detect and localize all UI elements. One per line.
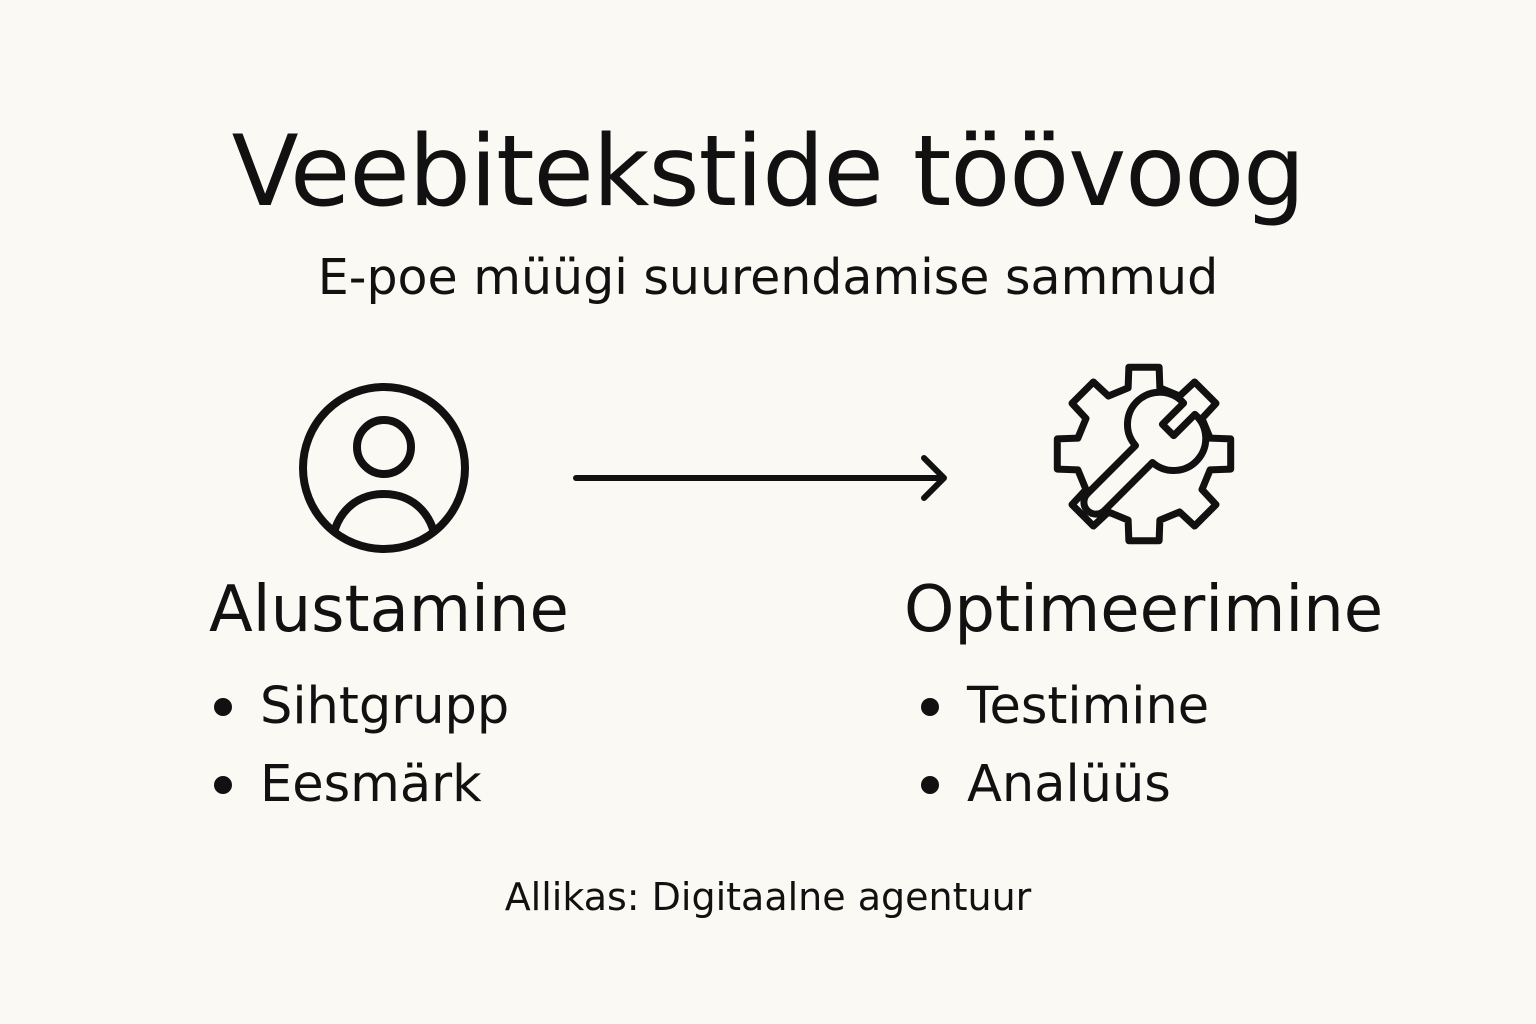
step-items-optimeerimine: Testimine Analüüs: [917, 668, 1209, 824]
list-item: Analüüs: [917, 746, 1209, 824]
diagram-title: Veebitekstide töövoog: [231, 115, 1306, 229]
gear-outline: [1053, 363, 1235, 545]
step-heading-alustamine: Alustamine: [209, 573, 569, 647]
bullet-dot-icon: [921, 698, 939, 716]
bullet-dot-icon: [214, 776, 232, 794]
list-item: Eesmärk: [210, 746, 509, 824]
step-heading-optimeerimine: Optimeerimine: [904, 573, 1384, 647]
list-item-text: Testimine: [967, 677, 1210, 736]
gear-teeth: [1053, 363, 1235, 545]
bullet-dot-icon: [214, 698, 232, 716]
wrench-shape: [1080, 388, 1210, 518]
flow-arrow: [573, 455, 947, 501]
source-note: Allikas: Digitaalne agentuur: [504, 875, 1032, 919]
bullet-dot-icon: [921, 776, 939, 794]
person-icon: [299, 383, 469, 553]
gear-wrench-icon: [1053, 363, 1235, 545]
list-item: Testimine: [917, 668, 1209, 746]
list-item-text: Analüüs: [967, 755, 1171, 814]
diagram-subtitle: E-poe müügi suurendamise sammud: [317, 249, 1219, 306]
step-items-alustamine: Sihtgrupp Eesmärk: [210, 668, 509, 824]
list-item-text: Sihtgrupp: [260, 677, 510, 736]
list-item-text: Eesmärk: [260, 755, 482, 814]
list-item: Sihtgrupp: [210, 668, 509, 746]
